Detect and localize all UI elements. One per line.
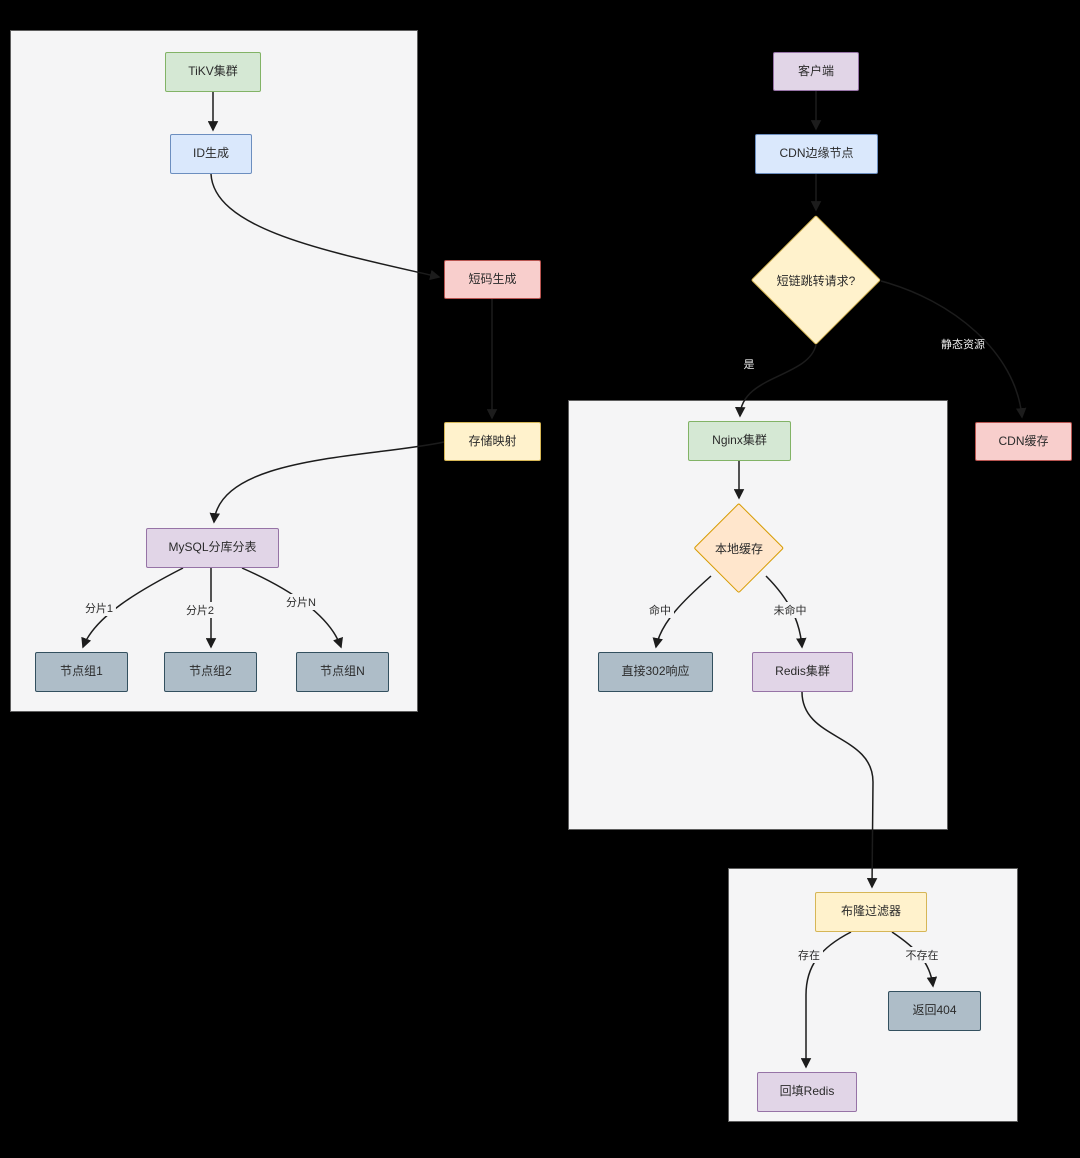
decision-local-cache: 本地缓存 (694, 503, 784, 593)
node-mysql-sharding: MySQL分库分表 (146, 528, 279, 568)
node-return-404: 返回404 (888, 991, 981, 1031)
edge-label-not-exists: 不存在 (902, 947, 942, 963)
edge-label-shard2: 分片2 (182, 602, 218, 618)
node-client: 客户端 (773, 52, 859, 91)
node-redis-cluster: Redis集群 (752, 652, 853, 692)
panel-nginx-subsystem (568, 400, 948, 830)
edge-label-static-resource: 静态资源 (941, 339, 985, 351)
decision-redirect-label: 短链跳转请求? (776, 273, 856, 288)
edge-label-shard1: 分片1 (81, 600, 117, 616)
node-group-2: 节点组2 (164, 652, 257, 692)
edge-label-exists: 存在 (795, 947, 823, 963)
node-tikv-cluster: TiKV集群 (165, 52, 261, 92)
node-group-n: 节点组N (296, 652, 389, 692)
edge-label-miss: 未命中 (770, 602, 810, 618)
edge-label-shardn: 分片N (283, 594, 319, 610)
node-storage-mapping: 存储映射 (444, 422, 541, 461)
edge-label-yes: 是 (743, 359, 755, 371)
node-bloom-filter: 布隆过滤器 (815, 892, 927, 932)
node-backfill-redis: 回填Redis (757, 1072, 857, 1112)
decision-local-cache-label: 本地缓存 (714, 541, 763, 556)
node-id-generation: ID生成 (170, 134, 252, 174)
decision-redirect-request: 短链跳转请求? (751, 215, 881, 345)
node-cdn-cache: CDN缓存 (975, 422, 1072, 461)
edge-label-hit: 命中 (646, 602, 674, 618)
node-shortcode-generation: 短码生成 (444, 260, 541, 299)
node-cdn-edge: CDN边缘节点 (755, 134, 878, 174)
node-group-1: 节点组1 (35, 652, 128, 692)
node-302-response: 直接302响应 (598, 652, 713, 692)
node-nginx-cluster: Nginx集群 (688, 421, 791, 461)
